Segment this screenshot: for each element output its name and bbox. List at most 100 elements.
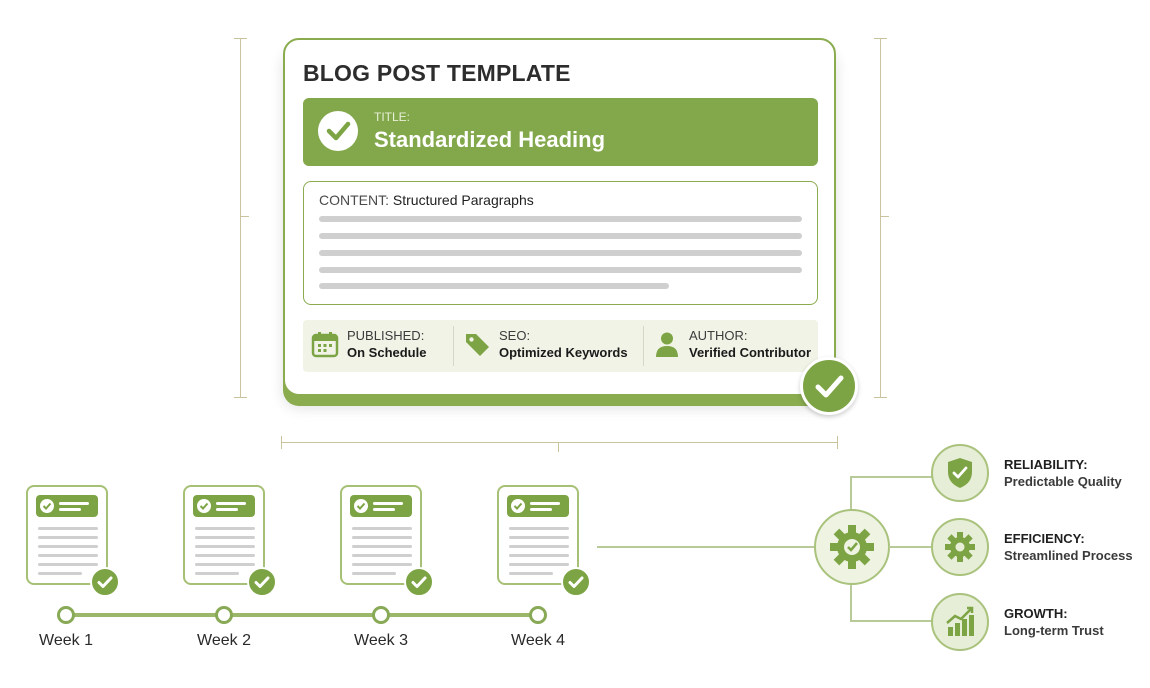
bracket-tick: [281, 436, 282, 449]
text-line: [38, 527, 98, 530]
text-line: [38, 545, 98, 548]
text-line: [352, 563, 412, 566]
calendar-icon: [311, 330, 339, 363]
connector-line: [850, 585, 852, 621]
timeline-dot: [529, 606, 547, 624]
shield-check-icon: [948, 458, 972, 488]
text-line: [509, 563, 569, 566]
title-label: TITLE:: [374, 110, 411, 124]
reliability-value: Predictable Quality: [1004, 474, 1122, 489]
card-heading: BLOG POST TEMPLATE: [303, 60, 571, 86]
growth-key: GROWTH:: [1004, 606, 1068, 621]
bracket-tick: [837, 436, 838, 449]
connector-line: [850, 620, 932, 622]
text-line: [195, 563, 255, 566]
bracket-tick: [234, 397, 247, 398]
bracket-tick: [240, 216, 249, 217]
divider: [643, 326, 644, 366]
efficiency-circle: [931, 518, 989, 576]
author-value: Verified Contributor: [689, 345, 812, 360]
efficiency-value: Streamlined Process: [1004, 548, 1133, 563]
content-key: CONTENT:: [319, 192, 389, 208]
text-line: [195, 527, 255, 530]
bracket-tick: [558, 442, 559, 452]
text-line: [509, 527, 569, 530]
right-height-bracket: [880, 38, 881, 398]
title-field: TITLE: Standardized Heading: [303, 98, 818, 166]
seo-key: SEO:: [499, 328, 531, 343]
process-hub: [814, 509, 890, 585]
connector-line: [850, 476, 932, 478]
text-line: [38, 536, 98, 539]
timeline-track: [66, 613, 538, 617]
title-value: Standardized Heading: [374, 127, 606, 152]
bracket-tick: [874, 397, 887, 398]
divider: [453, 326, 454, 366]
gear-check-icon: [830, 525, 874, 569]
week-4-check-icon: [561, 567, 591, 597]
week-3-check-icon: [404, 567, 434, 597]
text-line: [38, 554, 98, 557]
document-header: [36, 495, 98, 517]
timeline-dot: [215, 606, 233, 624]
week-2-check-icon: [247, 567, 277, 597]
connector-line: [850, 476, 852, 509]
growth-value: Long-term Trust: [1004, 623, 1104, 638]
reliability-text: RELIABILITY: Predictable Quality: [1004, 456, 1122, 490]
tag-icon: [463, 330, 491, 363]
reliability-circle: [931, 444, 989, 502]
week-4-document: [497, 485, 579, 585]
connector-line: [597, 546, 814, 548]
text-line: [352, 536, 412, 539]
text-line: [38, 572, 82, 575]
placeholder-line: [319, 216, 802, 222]
text-line: [195, 536, 255, 539]
content-value: Structured Paragraphs: [392, 192, 534, 208]
week-3-label: Week 3: [354, 632, 408, 649]
published-value: On Schedule: [347, 345, 427, 360]
week-3-document: [340, 485, 422, 585]
left-height-bracket: [240, 38, 241, 398]
connector-line: [889, 546, 932, 548]
placeholder-line: [319, 267, 802, 273]
growth-text: GROWTH: Long-term Trust: [1004, 605, 1104, 639]
week-1-check-icon: [90, 567, 120, 597]
gear-icon: [945, 532, 975, 562]
timeline-dot: [372, 606, 390, 624]
efficiency-key: EFFICIENCY:: [1004, 531, 1085, 546]
text-line: [509, 536, 569, 539]
placeholder-line: [319, 250, 802, 256]
text-line: [195, 554, 255, 557]
growth-circle: [931, 593, 989, 651]
bracket-tick: [874, 38, 887, 39]
efficiency-text: EFFICIENCY: Streamlined Process: [1004, 530, 1133, 564]
meta-bar: PUBLISHED: On Schedule SEO: Optimized Ke…: [303, 320, 818, 372]
week-1-label: Week 1: [39, 632, 93, 649]
text-line: [352, 572, 396, 575]
text-line: [509, 554, 569, 557]
seo-meta: SEO: Optimized Keywords: [499, 328, 628, 360]
reliability-key: RELIABILITY:: [1004, 457, 1088, 472]
timeline-dot: [57, 606, 75, 624]
text-line: [509, 545, 569, 548]
blog-post-template-card: BLOG POST TEMPLATE TITLE: Standardized H…: [283, 38, 836, 396]
approved-check-icon: [800, 357, 858, 415]
document-header: [507, 495, 569, 517]
width-bracket: [281, 442, 837, 443]
placeholder-line: [319, 283, 669, 289]
person-icon: [653, 330, 681, 363]
document-header: [193, 495, 255, 517]
bracket-tick: [234, 38, 247, 39]
placeholder-line: [319, 233, 802, 239]
document-header: [350, 495, 412, 517]
text-line: [38, 563, 98, 566]
text-line: [352, 545, 412, 548]
seo-value: Optimized Keywords: [499, 345, 628, 360]
published-meta: PUBLISHED: On Schedule: [347, 328, 426, 360]
content-field: CONTENT: Structured Paragraphs: [303, 181, 818, 305]
text-line: [352, 527, 412, 530]
week-2-document: [183, 485, 265, 585]
text-line: [195, 572, 239, 575]
check-icon: [318, 111, 358, 151]
